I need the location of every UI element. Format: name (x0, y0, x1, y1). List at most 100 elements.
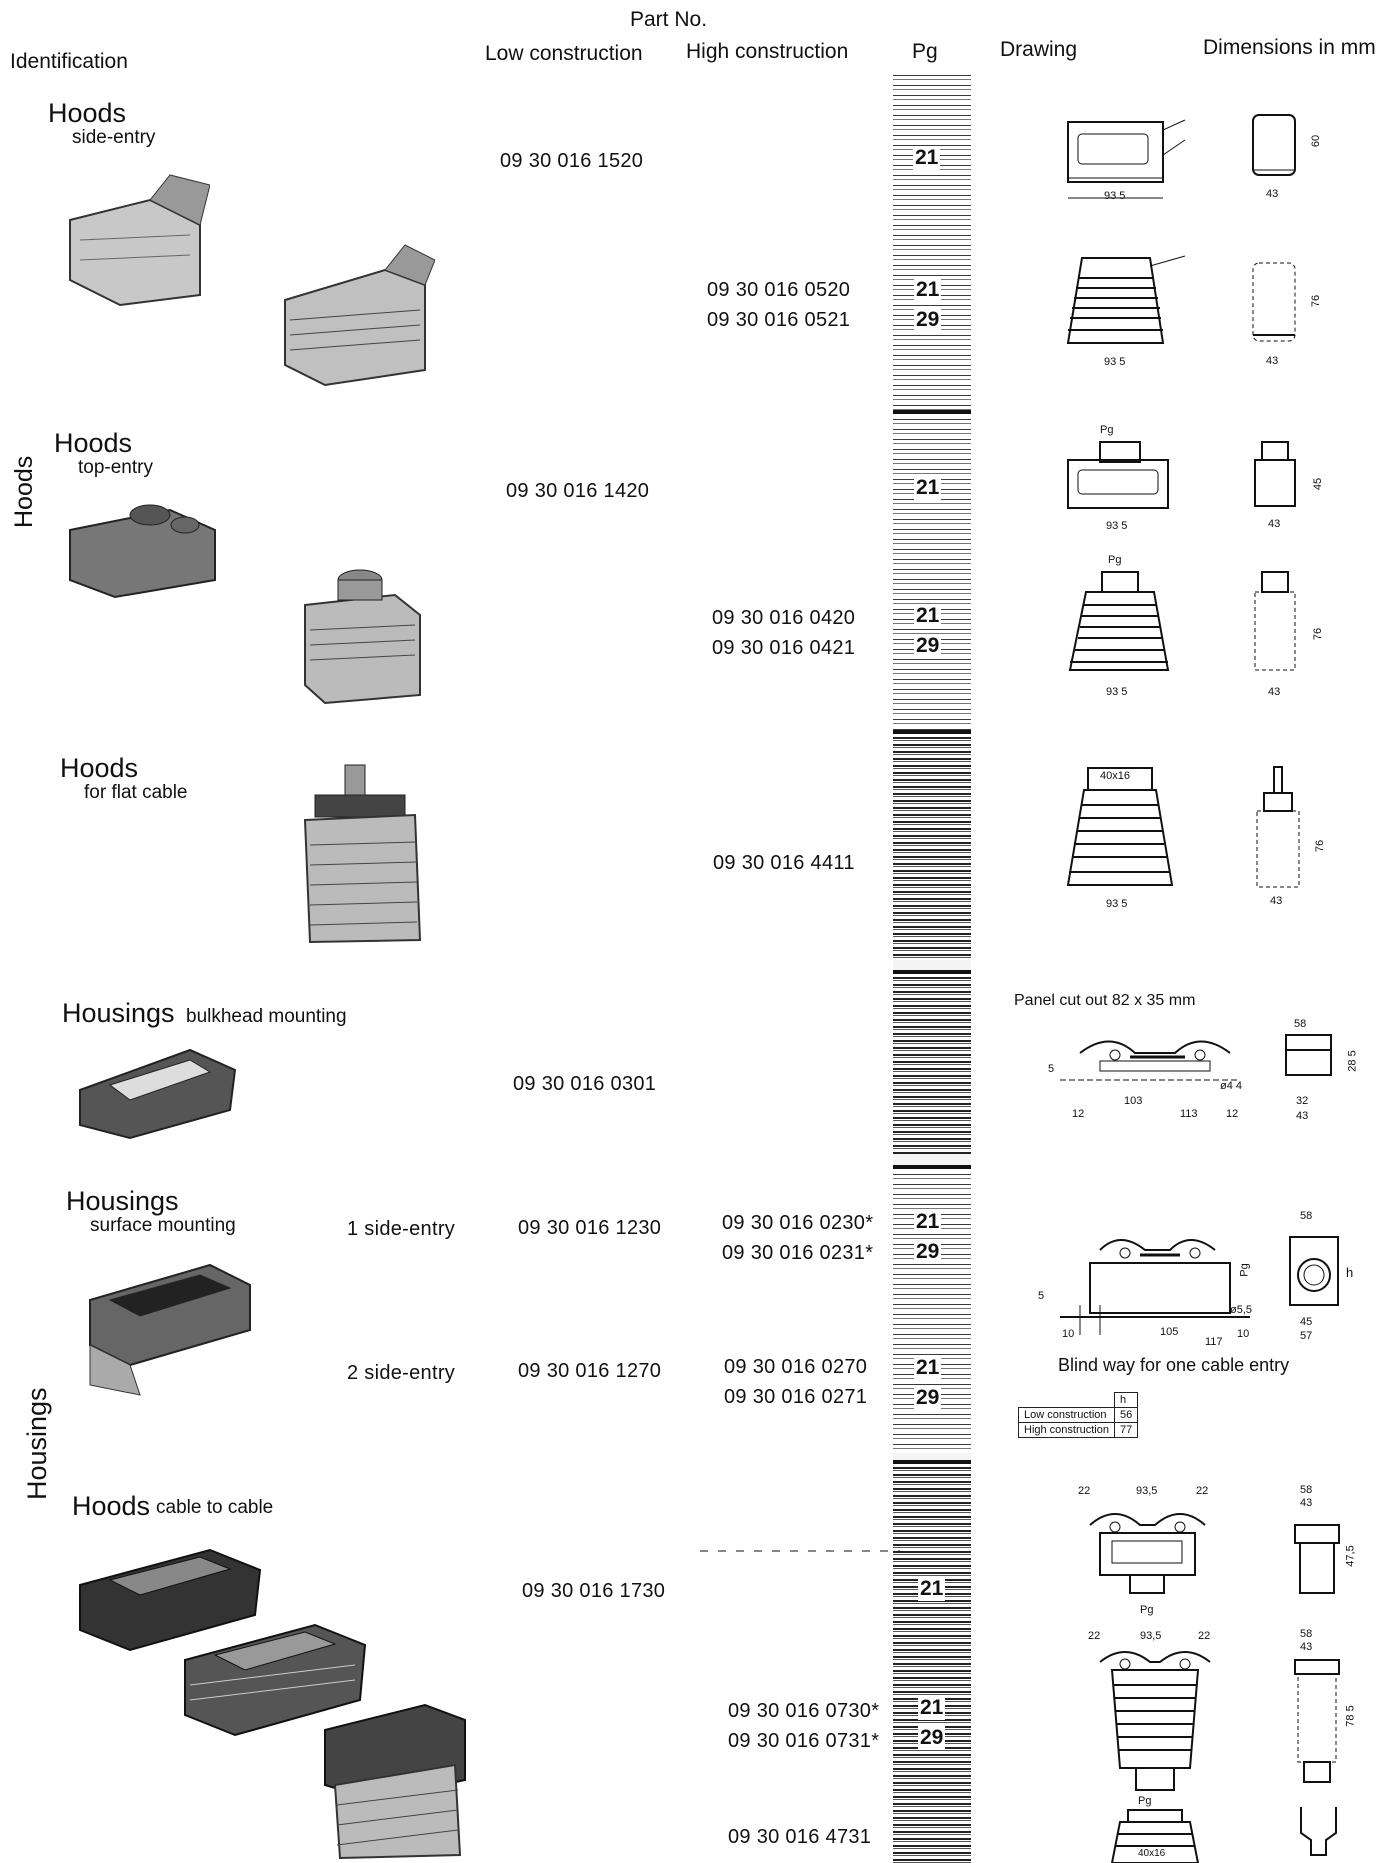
pg-strip (893, 70, 971, 410)
side-label-hoods: Hoods (10, 455, 38, 528)
dim-4: 5 (1038, 1290, 1045, 1302)
part-number-low: 09 30 016 1520 (500, 150, 644, 172)
section-subtitle: for flat cable (84, 782, 188, 803)
section-title: Hoods (72, 1491, 151, 1521)
entry-label: 2 side-entry (347, 1362, 456, 1384)
dimensions-header: Dimensions in mm (1203, 36, 1376, 59)
pg-value: 21 (914, 278, 942, 302)
dim-103: 103 (1124, 1095, 1143, 1107)
section-subtitle: surface mounting (90, 1215, 236, 1236)
drawing-hood-cable-flat-end (1300, 1807, 1337, 1856)
table-header-h: h (1113, 1392, 1139, 1408)
section-subtitle: cable to cable (156, 1497, 274, 1518)
dim-pg: Pg (1140, 1604, 1154, 1616)
dim-58: 58 (1300, 1628, 1313, 1640)
leader-line (700, 1550, 900, 1552)
pg-separator (893, 410, 971, 414)
hood-cable-to-cable-photo-3 (324, 1703, 466, 1860)
drawing-hood-side-high-end (1252, 262, 1296, 342)
dim-43: 43 (1268, 518, 1281, 530)
part-number-high: 09 30 016 0731* (728, 1730, 880, 1752)
dim-60: 60 (1310, 134, 1323, 148)
part-number-low: 09 30 016 1730 (522, 1580, 666, 1602)
section-subtitle: bulkhead mounting (186, 1006, 347, 1027)
dim-58: 58 (1300, 1210, 1313, 1222)
part-number-high: 09 30 016 0521 (707, 309, 851, 331)
section-title: Hoods (48, 98, 127, 128)
identification-header: Identification (10, 50, 128, 73)
dim-10: 10 (1062, 1328, 1075, 1340)
dim-45: 45 (1312, 477, 1325, 491)
dim-935: 93 5 (1106, 520, 1128, 532)
part-number-high: 09 30 016 0520 (707, 279, 851, 301)
dim-43: 43 (1268, 686, 1281, 698)
pg-value: 21 (913, 146, 941, 170)
pg-value: 29 (914, 1240, 942, 1264)
section-title: Hoods (54, 428, 133, 458)
table-cell: 56 (1113, 1407, 1139, 1423)
pg-strip (893, 414, 971, 730)
pg-value: 21 (918, 1577, 946, 1601)
dim-58: 58 (1300, 1484, 1313, 1496)
drawing-housing-surface-end (1289, 1236, 1339, 1306)
pg-strip (893, 974, 971, 1154)
dim-475: 47,5 (1344, 1545, 1357, 1567)
dim-h: h (1346, 1265, 1354, 1280)
drawing-hood-cable-flat (1110, 1809, 1200, 1863)
pg-value: 21 (914, 1210, 942, 1234)
dim-43: 43 (1296, 1110, 1309, 1122)
hood-top-entry-high-photo (304, 569, 421, 705)
housing-surface-mount-photo (89, 1263, 251, 1396)
dim-12: 12 (1226, 1108, 1239, 1120)
hood-side-entry-high-photo (284, 244, 435, 387)
pg-value: 29 (914, 1386, 942, 1410)
part-number-high: 09 30 016 0420 (712, 607, 856, 629)
dim-44: ø4 4 (1220, 1080, 1243, 1092)
dim-935: 93 5 (1104, 190, 1126, 202)
dim-55: ø5,5 (1230, 1304, 1253, 1316)
pg-strip (893, 734, 971, 960)
pg-value: 21 (914, 1356, 942, 1380)
part-no-header: Part No. (630, 8, 708, 31)
dim-43: 43 (1266, 355, 1279, 367)
dim-22: 22 (1078, 1485, 1091, 1497)
pg-strip (893, 1464, 971, 1863)
pg-value: 29 (914, 308, 942, 332)
drawing-hood-top-high (1068, 571, 1170, 671)
dim-pg: Pg (1138, 1795, 1152, 1807)
pg-value: 29 (918, 1726, 946, 1750)
drawing-hood-top-low-end (1254, 441, 1296, 507)
pg-separator (893, 730, 971, 734)
hood-flat-cable-photo (303, 764, 422, 944)
pg-value: 21 (918, 1696, 946, 1720)
dim-45: 45 (1300, 1316, 1313, 1328)
section-subtitle: top-entry (78, 457, 153, 478)
drawing-hood-cable-low-end (1294, 1524, 1340, 1594)
dim-40x16: 40x16 (1100, 770, 1130, 782)
hood-cable-to-cable-photo-2 (184, 1623, 367, 1737)
dim-43: 43 (1300, 1641, 1313, 1653)
pg-separator (893, 970, 971, 974)
high-construction-header: High construction (686, 40, 849, 63)
side-label-housings: Housings (22, 1387, 52, 1500)
hood-cable-to-cable-photo-1 (79, 1548, 262, 1652)
dim-113: 113 (1180, 1108, 1198, 1120)
part-number-high: 09 30 016 0271 (724, 1386, 868, 1408)
drawing-hood-flat-cable-end (1256, 766, 1300, 888)
pg-value: 21 (914, 604, 942, 628)
drawing-hood-top-low (1067, 441, 1169, 509)
dim-32: 32 (1296, 1095, 1309, 1107)
panel-cutout-note: Panel cut out 82 x 35 mm (1014, 992, 1196, 1009)
drawing-hood-flat-cable (1066, 767, 1174, 886)
pg-separator (893, 1460, 971, 1464)
blind-way-note: Blind way for one cable entry (1058, 1355, 1290, 1375)
dim-43: 43 (1270, 895, 1283, 907)
section-title: Hoods (60, 753, 139, 783)
section-title: Housings (62, 998, 175, 1028)
dim-43: 43 (1300, 1497, 1313, 1509)
housing-bulkhead-photo (79, 1048, 237, 1140)
dim-117: 117 (1205, 1336, 1223, 1348)
entry-label: 1 side-entry (347, 1218, 456, 1240)
